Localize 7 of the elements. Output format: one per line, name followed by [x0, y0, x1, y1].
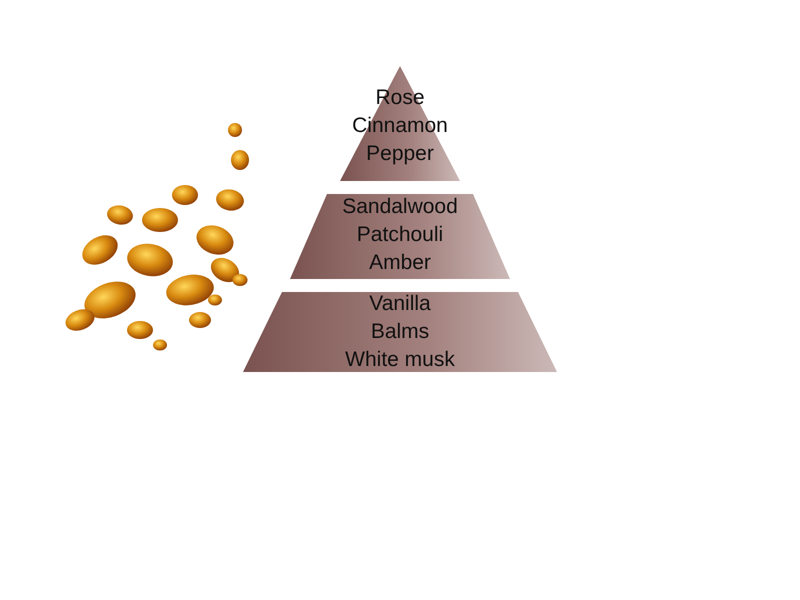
note-name: Amber: [369, 250, 431, 276]
note-name: Pepper: [366, 141, 434, 167]
note-name: Patchouli: [356, 222, 444, 248]
note-name: Vanilla: [369, 291, 431, 317]
note-name: Sandalwood: [342, 194, 458, 220]
note-name: Balms: [370, 319, 430, 345]
note-name: White musk: [345, 347, 455, 373]
